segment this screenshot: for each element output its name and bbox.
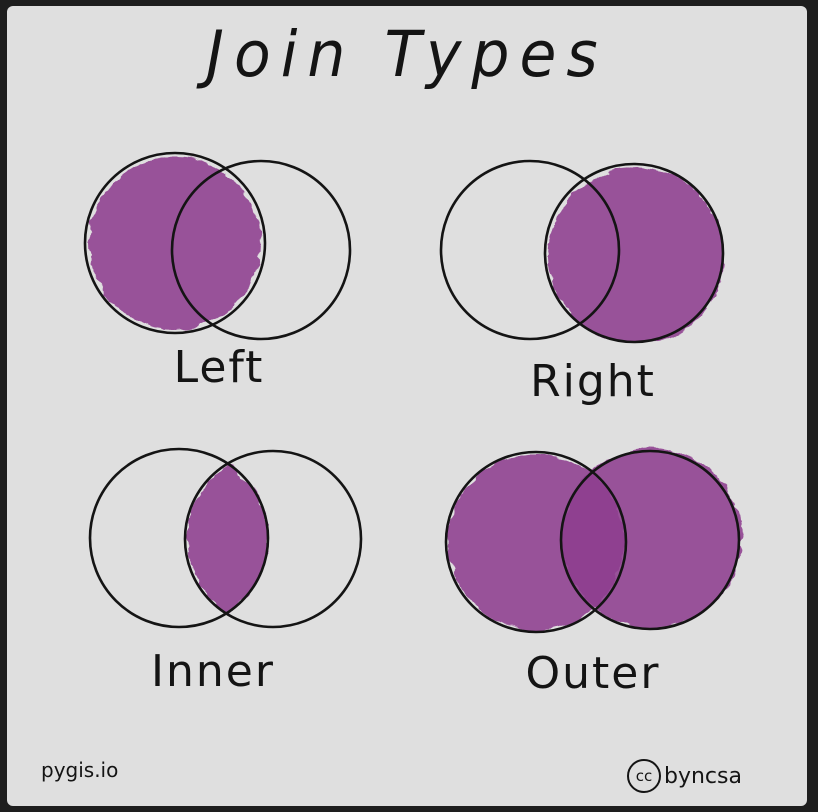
footer-site: pygis.io	[41, 758, 119, 782]
venn-outer-join	[444, 448, 742, 634]
right-join-fill	[548, 168, 724, 344]
left-shaded-region	[89, 157, 261, 329]
outer-join-fill-b	[562, 448, 742, 628]
license-text: byncsa	[664, 763, 742, 789]
label-outer-join: Outer	[525, 648, 661, 699]
right-circle-a	[439, 159, 621, 341]
outer-shaded-region	[448, 448, 742, 630]
outer-circle-b	[559, 449, 741, 631]
footer-license: cc byncsa	[627, 759, 742, 793]
venn-left-join	[83, 151, 352, 341]
venn-right-join	[439, 159, 725, 344]
right-circle-b	[543, 162, 725, 344]
venn-inner-join	[88, 447, 363, 629]
label-inner-join: Inner	[151, 646, 275, 697]
cc-icon: cc	[627, 759, 661, 793]
diagram-title: Join Types	[206, 18, 608, 92]
left-circle-a	[83, 151, 267, 335]
venn-diagrams	[83, 151, 742, 634]
inner-shaded-region	[187, 453, 268, 625]
outer-circle-a	[444, 450, 628, 634]
inner-circle-b	[183, 449, 363, 629]
label-right-join: Right	[530, 356, 656, 407]
diagram-card: Join Types	[7, 6, 807, 806]
left-join-fill	[89, 157, 261, 329]
left-circle-b	[170, 159, 352, 341]
inner-join-fill	[187, 453, 268, 625]
inner-circle-a	[88, 447, 270, 629]
label-left-join: Left	[173, 342, 265, 393]
right-shaded-region	[548, 168, 724, 344]
